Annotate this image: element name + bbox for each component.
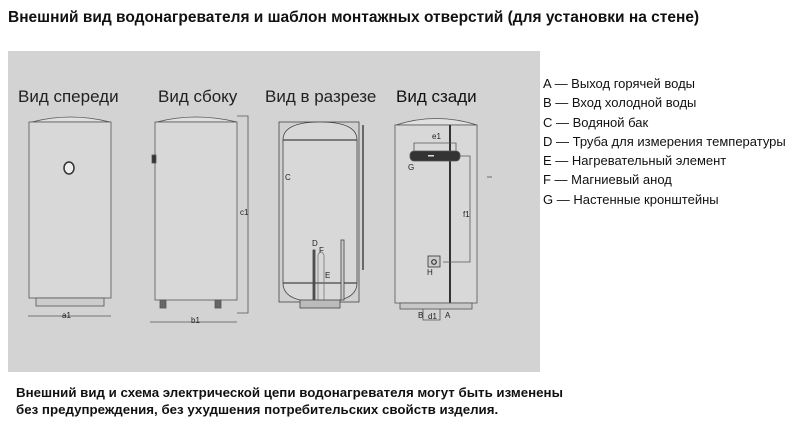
dim-label-c1: c1 xyxy=(240,208,249,217)
dim-label-f1: f1 xyxy=(463,210,470,219)
side-view-drawing: c1 b1 xyxy=(150,115,249,325)
marker-F: F xyxy=(319,246,324,255)
dim-label-a1: a1 xyxy=(62,311,71,320)
section-view-drawing: C D F E xyxy=(278,121,364,309)
marker-A: A xyxy=(445,311,451,320)
legend-item: G — Настенные кронштейны xyxy=(543,191,719,207)
legend-item: E — Нагревательный элемент xyxy=(543,153,727,169)
page-title: Внешний вид водонагревателя и шаблон мон… xyxy=(8,9,700,26)
view-label-front: Вид спереди xyxy=(18,87,119,106)
legend-item: F — Магниевый анод xyxy=(543,172,672,188)
back-view-drawing: e1 G f1 H B A d1 xyxy=(394,118,492,321)
view-label-side: Вид сбоку xyxy=(158,87,238,106)
front-view-drawing: a1 xyxy=(28,116,112,320)
dim-label-d1: d1 xyxy=(428,312,437,321)
marker-E: E xyxy=(325,271,330,280)
marker-B: B xyxy=(418,311,423,320)
marker-C: C xyxy=(285,173,291,182)
marker-G: G xyxy=(408,163,414,172)
view-label-back: Вид сзади xyxy=(396,87,477,106)
disclaimer-line: Внешний вид и схема электрической цепи в… xyxy=(16,385,563,400)
view-label-section: Вид в разрезе xyxy=(265,87,377,106)
disclaimer-note: Внешний вид и схема электрической цепи в… xyxy=(16,384,563,418)
disclaimer-line: без предупреждения, без ухудшения потреб… xyxy=(16,402,499,417)
legend-item: D — Труба для измерения температуры xyxy=(543,133,786,149)
legend-item: C — Водяной бак xyxy=(543,114,649,130)
marker-H: H xyxy=(427,268,433,277)
marker-D: D xyxy=(312,239,318,248)
legend-item: B — Вход холодной воды xyxy=(543,95,697,111)
dim-label-e1: e1 xyxy=(432,132,441,141)
dim-label-b1: b1 xyxy=(191,316,200,325)
parts-legend: A — Выход горячей воды B — Вход холодной… xyxy=(543,74,786,209)
legend-item: A — Выход горячей воды xyxy=(543,76,696,91)
